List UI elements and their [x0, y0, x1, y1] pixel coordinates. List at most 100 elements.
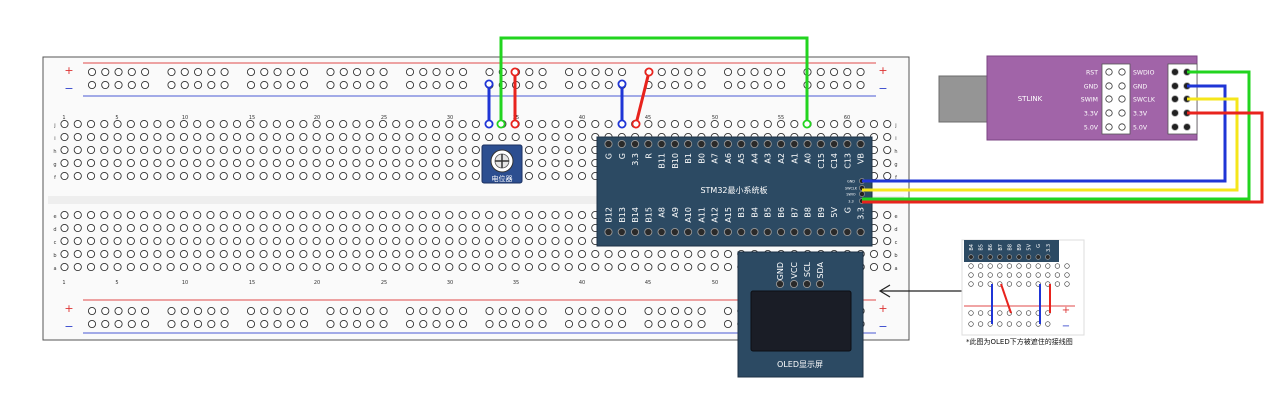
- breadboard-hole[interactable]: [352, 119, 361, 129]
- breadboard-hole[interactable]: [352, 171, 361, 181]
- rail-hole[interactable]: [604, 80, 613, 90]
- breadboard-hole[interactable]: [458, 119, 467, 129]
- rail-hole[interactable]: [684, 80, 693, 90]
- breadboard-hole[interactable]: [113, 236, 122, 246]
- breadboard-hole[interactable]: [219, 249, 228, 259]
- breadboard-hole[interactable]: [551, 236, 560, 246]
- breadboard-hole[interactable]: [73, 158, 82, 168]
- stm32-top-pin-hole[interactable]: [657, 139, 666, 149]
- stm32-bottom-pin-hole[interactable]: [617, 227, 626, 237]
- breadboard-hole[interactable]: [352, 145, 361, 155]
- rail-hole[interactable]: [366, 67, 375, 77]
- rail-hole[interactable]: [87, 319, 97, 329]
- breadboard-hole[interactable]: [737, 119, 746, 129]
- breadboard-hole[interactable]: [564, 249, 573, 259]
- rail-hole[interactable]: [180, 80, 189, 90]
- breadboard-hole[interactable]: [471, 132, 480, 142]
- breadboard-hole[interactable]: [140, 210, 149, 220]
- rail-hole[interactable]: [525, 80, 534, 90]
- breadboard-hole[interactable]: [458, 132, 467, 142]
- breadboard-hole[interactable]: [73, 171, 82, 181]
- stm32-top-pin-hole[interactable]: [684, 139, 693, 149]
- breadboard-hole[interactable]: [272, 223, 281, 233]
- rail-hole[interactable]: [101, 306, 110, 316]
- rail-hole[interactable]: [525, 67, 534, 77]
- breadboard-hole[interactable]: [524, 158, 534, 168]
- breadboard-hole[interactable]: [670, 262, 679, 272]
- breadboard-hole[interactable]: [73, 262, 82, 272]
- rail-hole[interactable]: [167, 319, 176, 329]
- breadboard-hole[interactable]: [339, 210, 348, 220]
- breadboard-hole[interactable]: [312, 119, 321, 129]
- breadboard-hole[interactable]: [405, 210, 414, 220]
- breadboard-hole[interactable]: [206, 119, 215, 129]
- breadboard-hole[interactable]: [378, 223, 388, 233]
- breadboard-hole[interactable]: [445, 158, 454, 168]
- breadboard-hole[interactable]: [299, 171, 308, 181]
- stm32-top-pin-hole[interactable]: [816, 139, 825, 149]
- rail-hole[interactable]: [273, 67, 282, 77]
- breadboard-hole[interactable]: [524, 132, 534, 142]
- breadboard-hole[interactable]: [286, 158, 295, 168]
- stm32-top-pin-hole[interactable]: [697, 139, 706, 149]
- breadboard-hole[interactable]: [299, 158, 308, 168]
- breadboard-hole[interactable]: [591, 119, 600, 129]
- breadboard-hole[interactable]: [219, 158, 228, 168]
- breadboard-hole[interactable]: [286, 249, 295, 259]
- breadboard-hole[interactable]: [60, 223, 69, 233]
- rail-hole[interactable]: [193, 80, 203, 90]
- breadboard-hole[interactable]: [405, 158, 414, 168]
- breadboard-hole[interactable]: [206, 158, 215, 168]
- breadboard-hole[interactable]: [100, 249, 109, 259]
- breadboard-hole[interactable]: [179, 119, 188, 129]
- rail-hole[interactable]: [127, 319, 136, 329]
- breadboard-hole[interactable]: [126, 223, 135, 233]
- rail-hole[interactable]: [193, 319, 203, 329]
- breadboard-hole[interactable]: [538, 171, 547, 181]
- breadboard-hole[interactable]: [392, 119, 401, 129]
- breadboard-hole[interactable]: [113, 158, 122, 168]
- rail-hole[interactable]: [180, 306, 189, 316]
- breadboard-hole[interactable]: [511, 132, 520, 142]
- breadboard-hole[interactable]: [312, 145, 321, 155]
- breadboard-hole[interactable]: [259, 249, 268, 259]
- breadboard-hole[interactable]: [126, 132, 135, 142]
- stm32-bottom-pin-hole[interactable]: [684, 227, 693, 237]
- rail-hole[interactable]: [684, 67, 693, 77]
- breadboard-hole[interactable]: [113, 132, 122, 142]
- breadboard-hole[interactable]: [86, 249, 96, 259]
- rail-hole[interactable]: [286, 306, 295, 316]
- breadboard-hole[interactable]: [591, 262, 600, 272]
- breadboard-hole[interactable]: [86, 132, 96, 142]
- rail-hole[interactable]: [300, 67, 309, 77]
- breadboard-hole[interactable]: [445, 249, 454, 259]
- breadboard-hole[interactable]: [524, 119, 534, 129]
- rail-hole[interactable]: [326, 67, 335, 77]
- breadboard-hole[interactable]: [551, 210, 560, 220]
- stm32-top-pin-hole[interactable]: [803, 139, 812, 149]
- breadboard-hole[interactable]: [153, 223, 162, 233]
- rail-hole[interactable]: [326, 306, 335, 316]
- stlink-pin[interactable]: [1118, 82, 1126, 90]
- breadboard-hole[interactable]: [246, 236, 255, 246]
- rail-hole[interactable]: [180, 319, 189, 329]
- breadboard-hole[interactable]: [392, 262, 401, 272]
- stm32-bottom-pin-hole[interactable]: [644, 227, 653, 237]
- breadboard-hole[interactable]: [883, 145, 892, 155]
- breadboard-hole[interactable]: [73, 236, 82, 246]
- rail-hole[interactable]: [352, 80, 362, 90]
- rail-hole[interactable]: [379, 67, 388, 77]
- breadboard-hole[interactable]: [551, 262, 560, 272]
- breadboard-hole[interactable]: [100, 223, 109, 233]
- breadboard-hole[interactable]: [206, 262, 215, 272]
- breadboard-hole[interactable]: [378, 158, 388, 168]
- breadboard-hole[interactable]: [299, 119, 308, 129]
- stm32-bottom-pin-hole[interactable]: [737, 227, 746, 237]
- rail-hole[interactable]: [432, 67, 441, 77]
- breadboard-hole[interactable]: [166, 158, 175, 168]
- breadboard-hole[interactable]: [432, 223, 441, 233]
- rail-hole[interactable]: [670, 306, 680, 316]
- breadboard-hole[interactable]: [86, 262, 96, 272]
- breadboard-hole[interactable]: [723, 119, 733, 129]
- breadboard-hole[interactable]: [498, 249, 507, 259]
